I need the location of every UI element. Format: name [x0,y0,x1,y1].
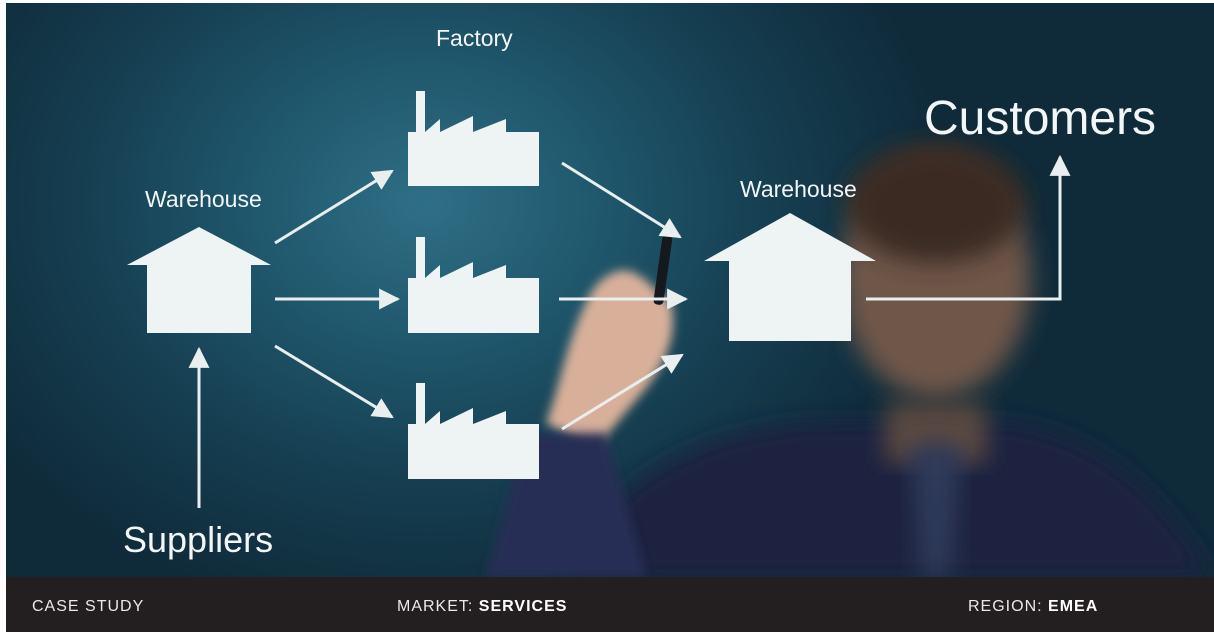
hero-image: Factory Warehouse Warehouse Customers Su… [6,3,1214,577]
person-silhouette [566,143,1214,577]
factory-icon-top [408,91,539,186]
customers-label: Customers [924,92,1157,145]
arrow-warehouse-to-factory-top [274,169,394,245]
market-label: MARKET: [397,598,474,615]
arrow-warehouse-to-customers [866,154,1071,301]
region-info: REGION: EMEA [968,598,1098,616]
region-value: EMEA [1048,598,1099,615]
warehouse-right-icon [704,213,876,341]
warehouse-left-icon [127,227,271,333]
warehouse-right-label: Warehouse [740,176,857,202]
arrow-factory-bottom-to-warehouse [561,353,684,431]
suppliers-label: Suppliers [123,519,274,560]
factory-icon-middle [408,237,539,333]
arrow-warehouse-to-factory-bottom [274,344,394,419]
case-study-footer: CASE STUDY MARKET: SERVICES REGION: EMEA [6,577,1214,632]
factory-label: Factory [436,25,513,51]
supply-chain-diagram [127,91,1214,577]
market-info: MARKET: SERVICES [397,598,567,616]
market-value: SERVICES [478,598,568,615]
warehouse-left-label: Warehouse [145,186,262,212]
factory-icon-bottom [408,383,539,479]
region-label: REGION: [968,598,1043,615]
case-study-label: CASE STUDY [32,598,145,615]
arrow-factory-top-to-warehouse [561,161,682,239]
